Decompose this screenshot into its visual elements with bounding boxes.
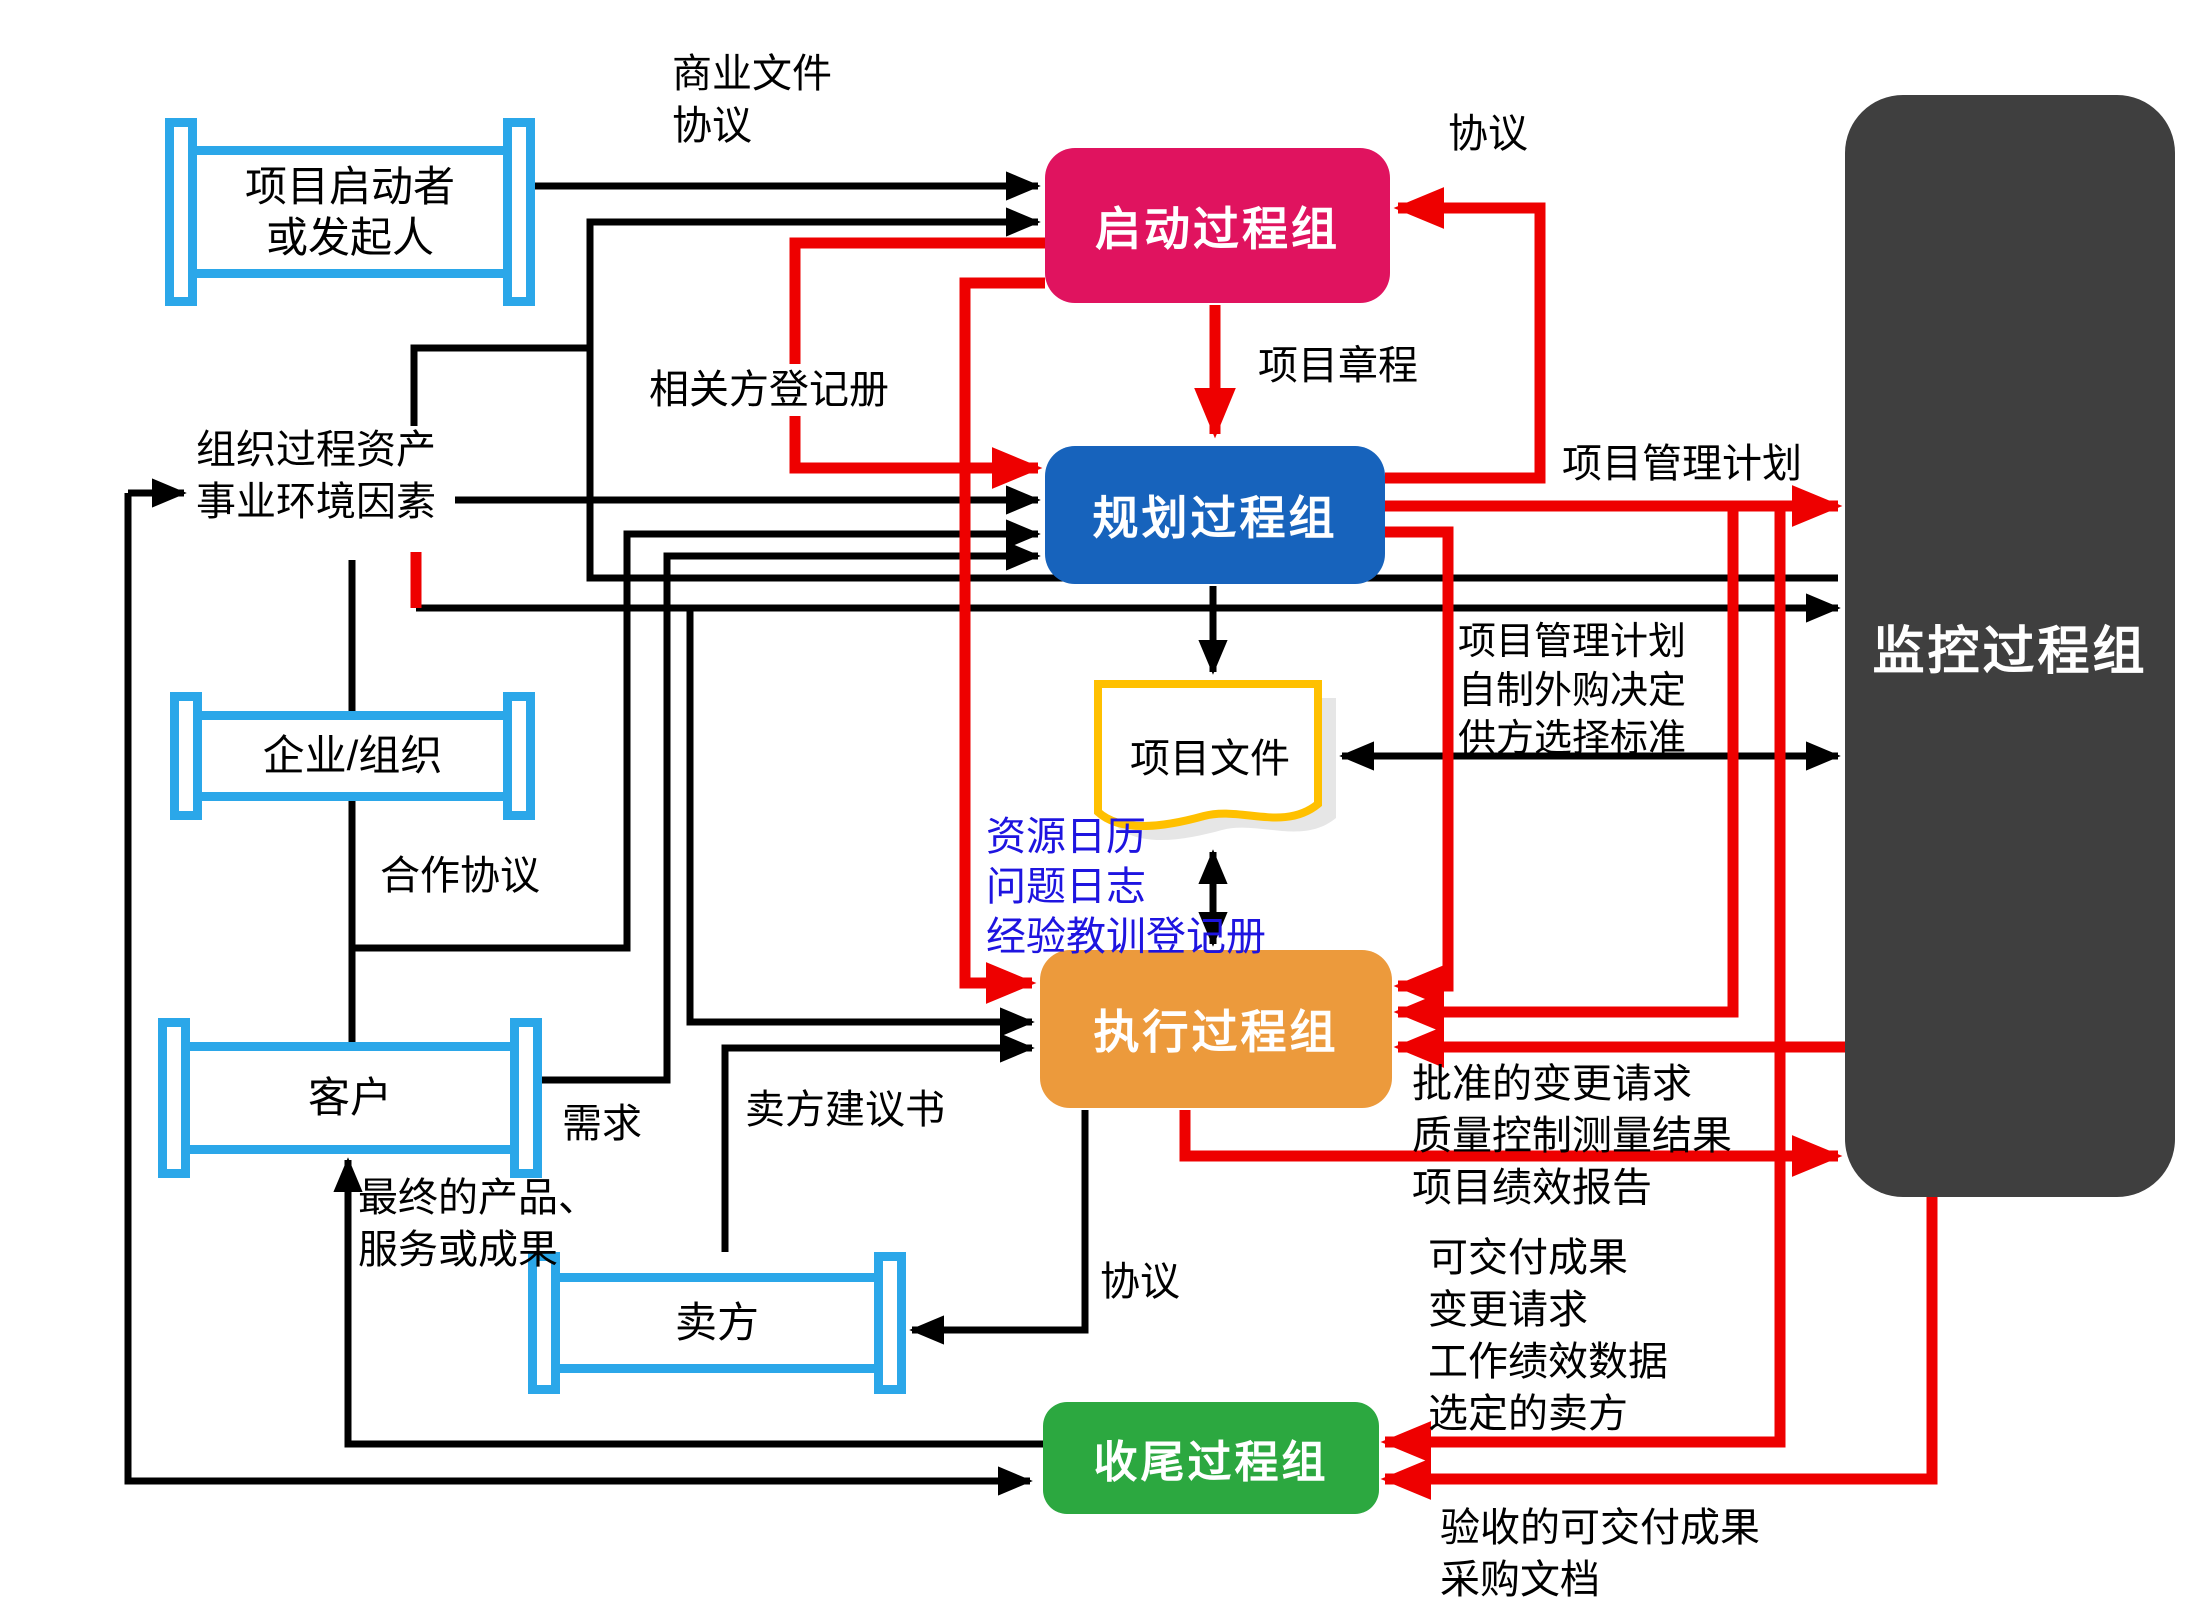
project-initiator-label: 项目启动者 或发起人 — [189, 146, 511, 278]
project-documents-label: 项目文件 — [1130, 737, 1290, 781]
bracket-bar — [503, 118, 535, 306]
edge-executing-to-seller — [909, 1110, 1089, 1345]
edge-opa-to-executing — [686, 608, 1035, 1037]
edge-sellerproposal-to-executing — [721, 1033, 1035, 1252]
node-closing-group: 收尾过程组 — [1043, 1402, 1379, 1514]
label-agreement-top: 协议 — [1448, 112, 1528, 156]
edge-planning-to-executing — [1385, 526, 1454, 1007]
label-cooperation-agreement: 合作协议 — [380, 854, 540, 898]
node-monitoring-group: 监控过程组 — [1845, 95, 2175, 1197]
label-accepted-block: 验收的可交付成果 采购文档 — [1440, 1506, 1760, 1602]
node-project-initiator: 项目启动者 或发起人 — [165, 118, 535, 306]
executing-label: 执行过程组 — [1093, 1006, 1339, 1058]
customer-label: 客户 — [182, 1042, 518, 1154]
label-opa-eef: 组织过程资产 事业环境因素 — [196, 428, 436, 524]
document-shape — [1094, 680, 1336, 841]
planning-label: 规划过程组 — [1092, 492, 1338, 544]
bracket-bar — [510, 1018, 542, 1178]
edge-opa-join-up — [410, 344, 590, 426]
edge-closing-to-customer — [333, 1157, 1043, 1448]
edge-initiating-to-planning-stakeholder — [789, 237, 1045, 489]
label-demand: 需求 — [562, 1102, 642, 1146]
edge-executing-to-monitoring-deliverables — [1179, 1110, 1843, 1177]
bracket-bar — [528, 1252, 560, 1394]
label-pm-plan-block: 项目管理计划 自制外购决定 供方选择标准 — [1458, 621, 1687, 761]
seller-label: 卖方 — [552, 1273, 882, 1373]
bracket-bar — [158, 1018, 190, 1178]
label-agreement-seller: 协议 — [1100, 1260, 1180, 1304]
label-stakeholder-register: 相关方登记册 — [645, 364, 893, 416]
label-deliverables-block: 可交付成果 变更请求 工作绩效数据 选定的卖方 — [1428, 1236, 1668, 1436]
label-approved-changes-block: 批准的变更请求 质量控制测量结果 项目绩效报告 — [1412, 1062, 1732, 1210]
node-customer: 客户 — [158, 1018, 542, 1178]
initiating-label: 启动过程组 — [1095, 202, 1340, 255]
edge-demand-to-planning — [540, 541, 1041, 1084]
bracket-bar — [165, 118, 197, 306]
edge-initiating-to-executing-stakeholder — [959, 277, 1045, 1004]
enterprise-label: 企业/组织 — [194, 711, 511, 801]
bracket-bar — [170, 692, 202, 820]
bracket-bar — [874, 1252, 906, 1394]
edge-monitoring-branch1-to-executing — [1393, 506, 1739, 1033]
document-outline — [1094, 680, 1322, 831]
monitoring-label: 监控过程组 — [1872, 622, 2148, 681]
label-business-documents: 商业文件 协议 — [672, 52, 832, 148]
label-project-charter: 项目章程 — [1258, 344, 1418, 388]
edge-left-to-closing — [124, 493, 1033, 1496]
label-final-product: 最终的产品、 服务或成果 — [358, 1176, 598, 1272]
edge-cooperation-to-planning — [352, 519, 1041, 952]
edge-monitoring-to-closing-accepted — [1380, 1197, 1938, 1500]
label-pm-plan: 项目管理计划 — [1562, 442, 1802, 486]
edge-monitoring-branch2-to-closing — [1380, 506, 1786, 1463]
closing-label: 收尾过程组 — [1093, 1438, 1329, 1487]
node-initiating-group: 启动过程组 — [1045, 148, 1390, 303]
label-seller-proposal: 卖方建议书 — [745, 1088, 945, 1132]
node-project-documents — [1092, 678, 1358, 860]
node-seller: 卖方 — [528, 1252, 906, 1394]
edge-planning-to-initiating-agreement — [1385, 187, 1546, 484]
node-executing-group: 执行过程组 — [1040, 950, 1392, 1108]
label-project-docs-blue: 资源日历 问题日志 经验教训登记册 — [986, 815, 1266, 959]
node-enterprise: 企业/组织 — [170, 692, 535, 820]
bracket-bar — [503, 692, 535, 820]
node-planning-group: 规划过程组 — [1045, 446, 1385, 584]
